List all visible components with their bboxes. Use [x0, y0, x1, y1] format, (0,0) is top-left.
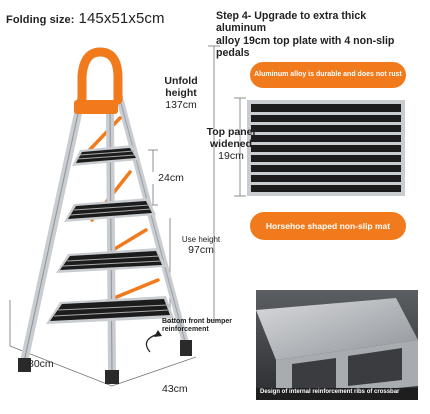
step-line-4: pedals: [216, 47, 250, 60]
width-label: 43cm: [162, 383, 188, 395]
step-line-2: aluminum: [216, 22, 267, 35]
use-height-label: Use height 97cm: [176, 235, 226, 257]
bumper-line-1: Bottom front bumper: [162, 318, 232, 325]
folding-size-text: Folding size:: [6, 14, 75, 26]
front-legs: [18, 94, 119, 384]
nonslip-mat-pill: Horsehoe shaped non-slip mat: [250, 212, 406, 240]
step-panel-closeup: [247, 100, 405, 196]
folding-size-value: 145x51x5cm: [78, 10, 165, 27]
step-gap-label: 24cm: [151, 172, 191, 184]
folding-size-label: Folding size:145x51x5cm: [6, 10, 165, 27]
unfold-height-label: Unfold height 137cm: [148, 75, 214, 111]
crossbar-rendering: [256, 290, 418, 400]
bumper-label: Bottom front bumper reinforcement: [162, 318, 242, 334]
ladder-handle: [74, 47, 123, 114]
photo-caption: Design of internal reinforcement ribs of…: [260, 389, 400, 395]
step-line-1: Step 4- Upgrade to extra thick: [216, 10, 367, 22]
aluminum-pill: Aluminum alloy is durable and does not r…: [250, 62, 406, 88]
bumper-line-2: reinforcement: [162, 326, 209, 333]
top-panel-value: 19cm: [218, 150, 244, 162]
use-height-text: Use height: [181, 235, 221, 244]
use-height-value: 97cm: [188, 244, 214, 256]
top-panel-line-1: Top panel: [206, 126, 256, 138]
unfold-line-2: height: [165, 87, 197, 99]
step-line-3: alloy 19cm top plate with 4 non-slip: [216, 34, 395, 47]
top-panel-label: Top panel widened 19cm: [202, 126, 260, 162]
unfold-line-1: Unfold: [164, 75, 198, 87]
depth-label: 80cm: [28, 358, 54, 370]
rear-frame: [114, 91, 192, 356]
step-description: Step 4- Upgrade to extra thick aluminum …: [216, 10, 422, 60]
crossbar-photo: Design of internal reinforcement ribs of…: [256, 290, 418, 400]
unfold-value: 137cm: [165, 99, 197, 111]
ladder-treads: [46, 145, 174, 324]
top-panel-line-2: widened: [209, 138, 252, 150]
